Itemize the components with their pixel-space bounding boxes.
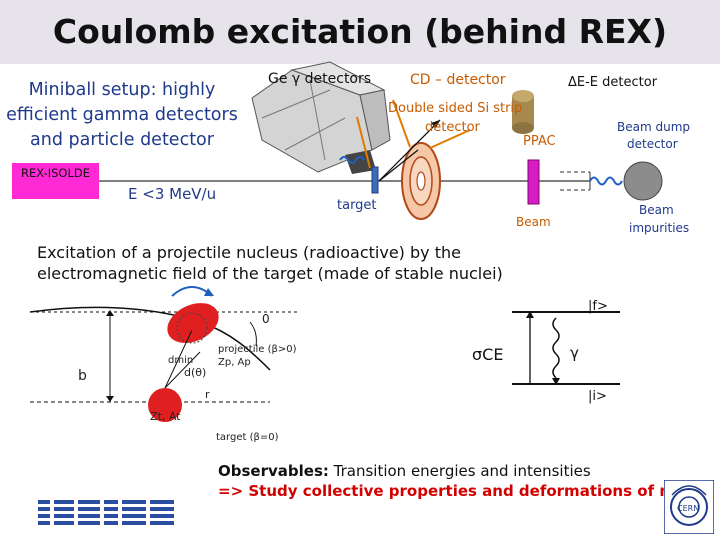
dmin-label: dmin (168, 355, 193, 366)
ge-detectors-label: Ge γ detectors (268, 71, 371, 87)
final-state-label: |f> (588, 299, 608, 314)
isolde-logo (38, 500, 174, 525)
excitation-arrowhead (526, 311, 534, 318)
beam-dump-label-2: detector (627, 137, 678, 151)
d-theta-line (164, 351, 201, 389)
gamma-wave-1 (339, 156, 365, 164)
de-e-label: ΔE-E detector (568, 75, 658, 90)
de-e-detector (512, 90, 534, 134)
setup-description: Miniball setup: highly efficient gamma d… (6, 78, 238, 153)
beam-impurities-label-2: impurities (629, 221, 689, 235)
cd-detector (401, 142, 441, 220)
gamma-wave-2 (589, 176, 623, 186)
beam-label: Beam (516, 215, 551, 229)
setup-name: Miniball setup (28, 80, 151, 100)
coulomb-scattering-diagram: 0 projectile (β>0) Zp, Ap dmin d(θ) b r … (29, 286, 300, 443)
decay-arrowhead (552, 378, 560, 385)
setup-desc: : highly efficient gamma detectors and p… (6, 80, 238, 150)
excitation-text: Excitation of a projectile nucleus (radi… (37, 243, 503, 283)
ppac (527, 159, 540, 205)
d-min-line (164, 329, 193, 389)
ppac-label: PPAC (523, 134, 556, 149)
arrowhead (431, 120, 440, 128)
target-foil (371, 166, 379, 194)
zp-ap-label: Zp, Ap (218, 357, 251, 368)
b-label: b (78, 368, 87, 384)
sigma-ce-label: σCE (472, 345, 503, 364)
title-band (0, 0, 720, 64)
cd-detector-label: CD – detector (410, 72, 506, 88)
target-label: target (337, 198, 377, 213)
slide-title: Coulomb excitation (behind REX) (52, 12, 668, 51)
ge-detector-cluster (251, 61, 391, 174)
observables-heading: Observables: (218, 462, 329, 480)
projectile-nucleus (167, 303, 219, 343)
cd-pointer-arrow (392, 99, 411, 148)
si-pointer-arrow (429, 129, 471, 149)
target-beta-label: target (β=0) (216, 432, 279, 443)
observables-text: Transition energies and intensities (328, 462, 591, 480)
beam-energy-label: E <3 MeV/u (128, 185, 217, 203)
scattered-particle-arrow (378, 149, 419, 182)
rotation-arrowhead (204, 288, 214, 296)
b-arrow-down (106, 396, 114, 402)
double-sided-label-2: detector (425, 120, 481, 135)
cern-logo: CERN (664, 480, 714, 534)
target-nucleus (148, 388, 182, 422)
theta-arc (249, 321, 257, 347)
projectile-label: projectile (β>0) (218, 344, 297, 355)
observables-study: => Study collective properties and defor… (218, 482, 711, 500)
d-theta-label: d(θ) (184, 366, 206, 379)
level-scheme: σCE γ |f> |i> (472, 299, 620, 404)
b-arrow-up (106, 310, 114, 316)
scattered-particle-arrow-2 (378, 119, 441, 182)
beam-impurities-label-1: Beam (639, 203, 674, 217)
angle-zero-label: 0 (262, 312, 270, 326)
double-sided-label-1: Double sided Si strip (388, 101, 522, 116)
r-label: r (205, 388, 210, 401)
projectile-field (176, 312, 208, 344)
gamma-label: γ (570, 344, 579, 362)
cern-logo-text: CERN (677, 504, 699, 513)
ge-pointer-arrow (356, 116, 371, 169)
beamline-schematic: Ge γ detectors CD – detector Double side… (99, 61, 690, 235)
decay-gamma-wave (552, 317, 560, 379)
rex-isolde-box: REX-ISOLDE (12, 163, 99, 199)
initial-state-label: |i> (588, 389, 607, 404)
beam-dump-detector (623, 161, 663, 201)
observables: Observables: Transition energies and int… (218, 461, 718, 501)
beam-dump-label-1: Beam dump (617, 120, 690, 134)
zt-at-label: Zt, At (150, 410, 181, 423)
